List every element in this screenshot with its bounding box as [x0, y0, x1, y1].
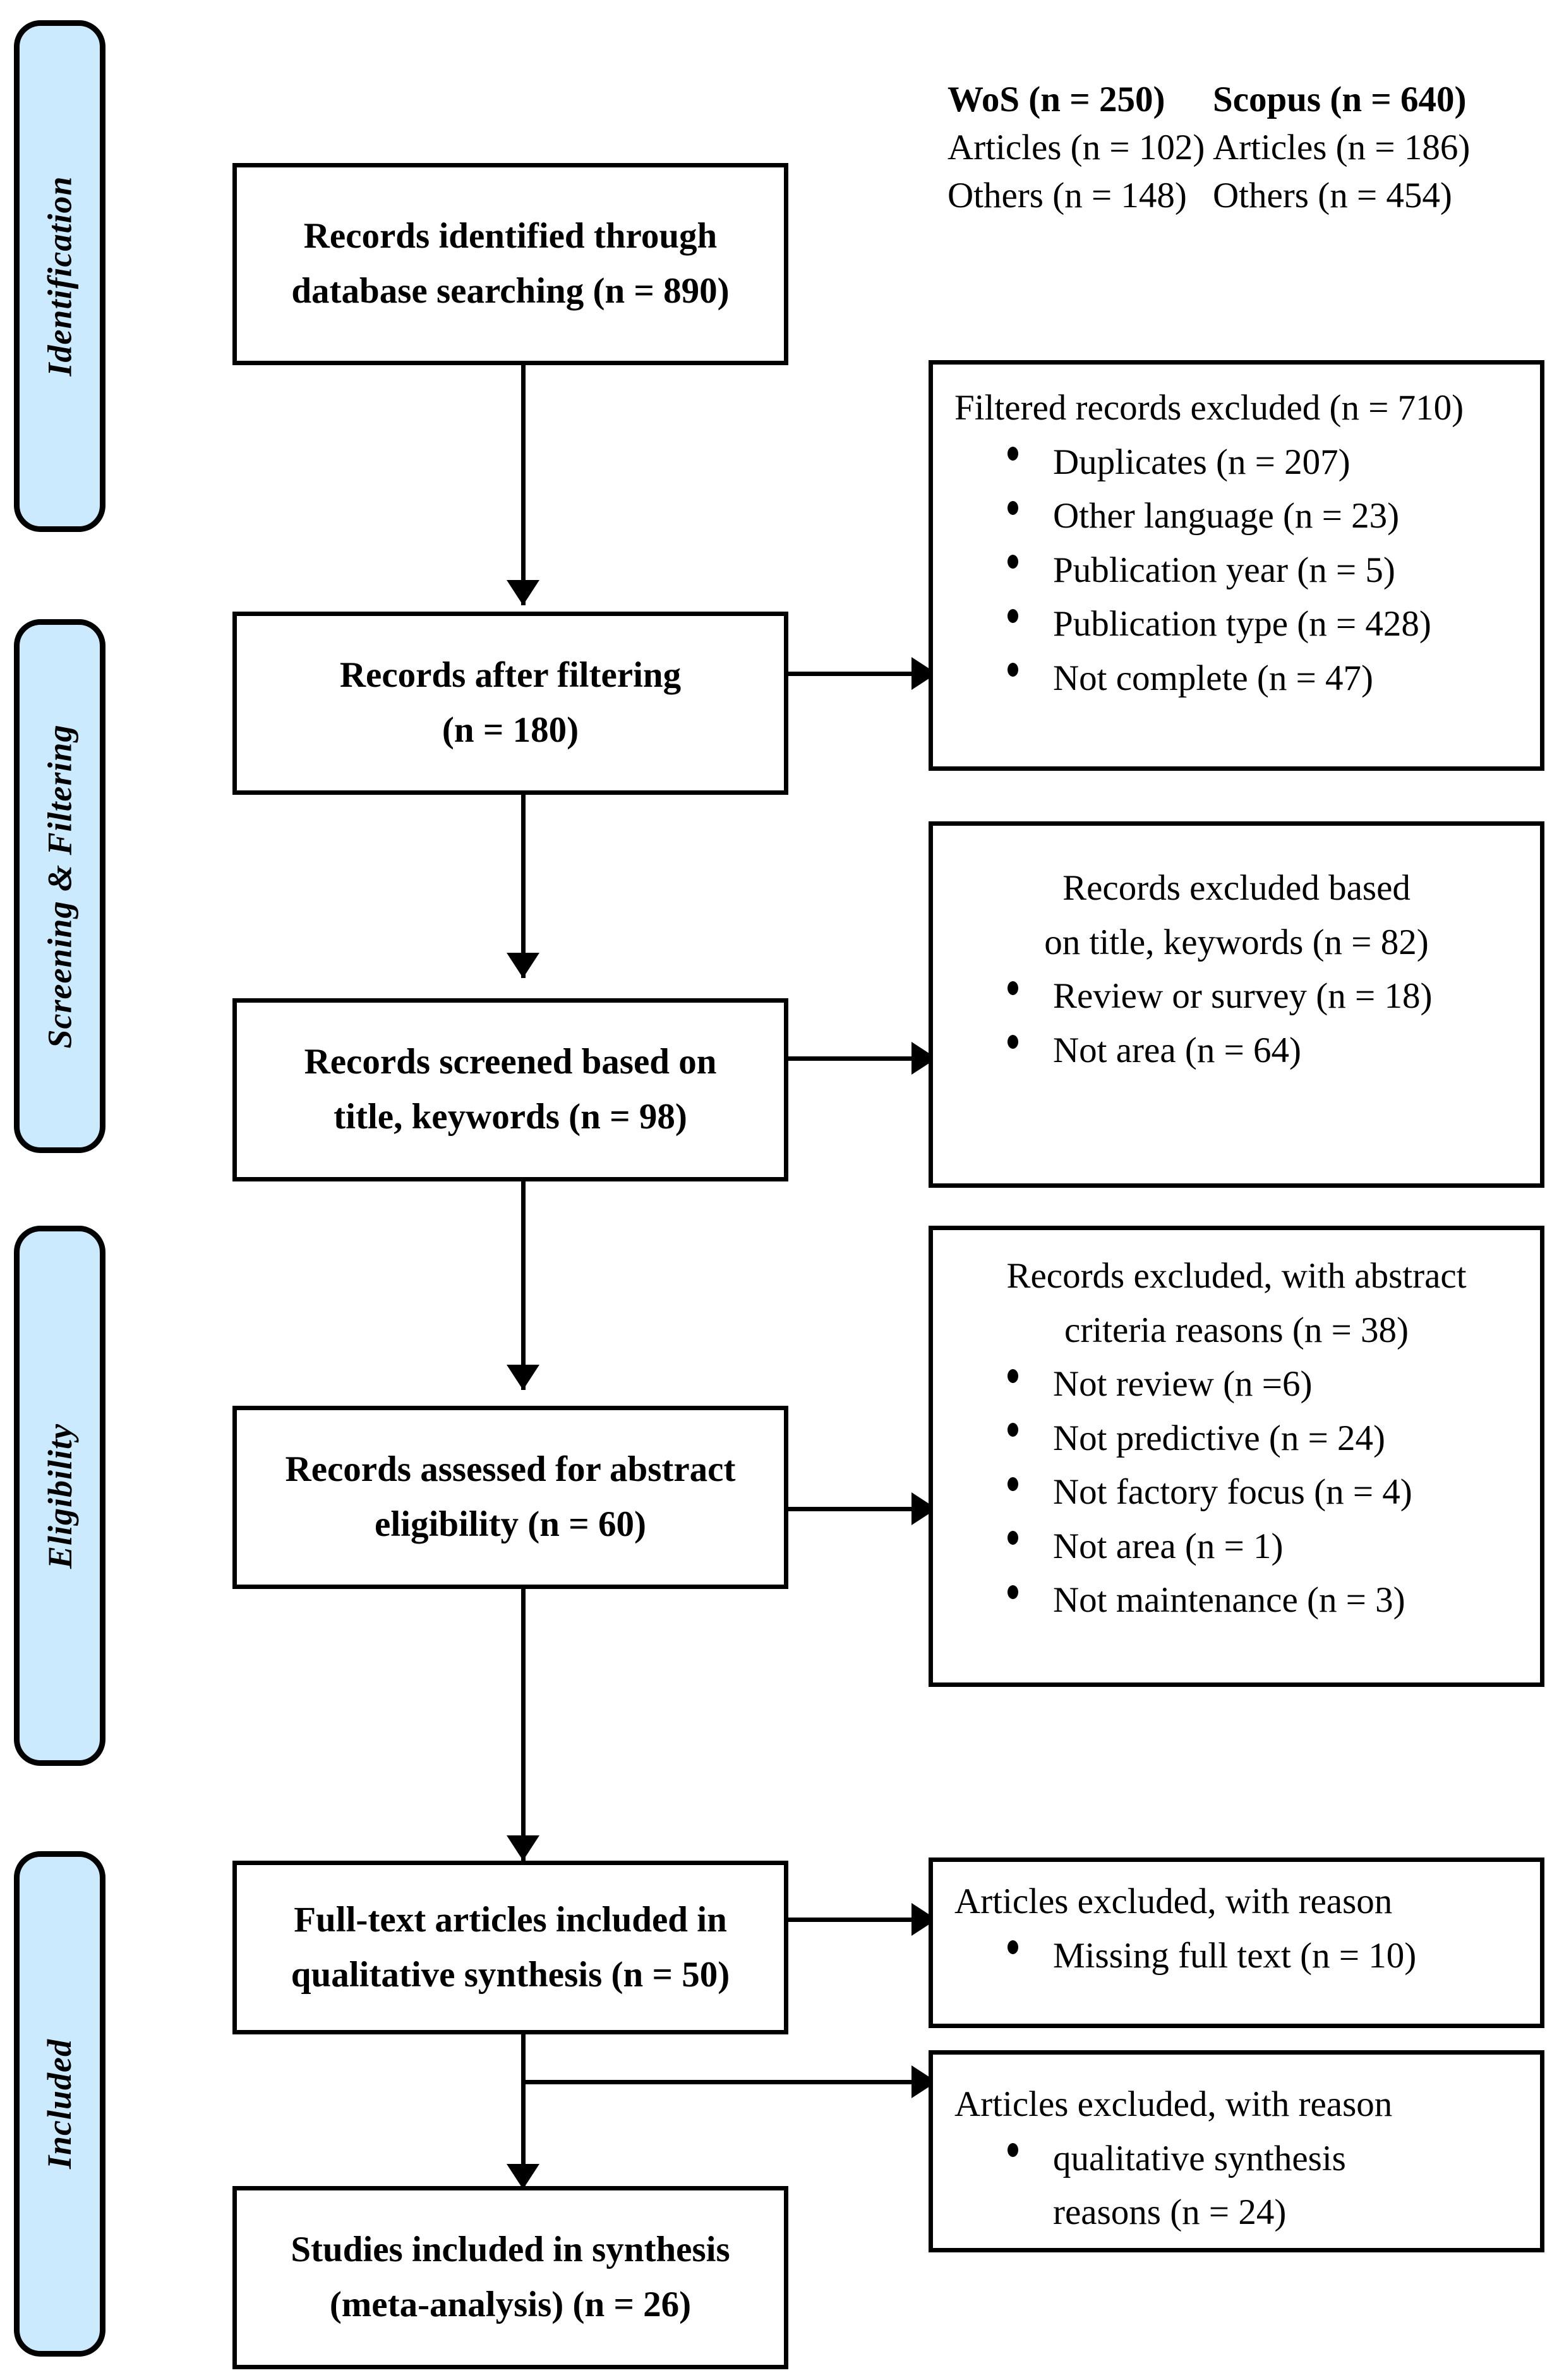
stage-label-identification: Identification [40, 176, 79, 377]
exclusion-abstract-head-line1: Records excluded, with abstract [1006, 1256, 1467, 1296]
source-scopus-total: Scopus (n = 640) [1213, 80, 1467, 119]
connector-screened-to-assessed [521, 1181, 526, 1390]
arrowhead-assessed-to-fulltext [507, 1835, 539, 1861]
box-fulltext-articles: Full-text articles included in qualitati… [232, 1861, 788, 2034]
list-item: Not factory focus (n = 4) [933, 1465, 1540, 1519]
box-records-screened-line1: Records screened based on [304, 1042, 717, 1082]
connector-filtering-to-excluded [788, 672, 924, 676]
connector-filtering-to-screened [521, 795, 526, 978]
box-records-assessed: Records assessed for abstract eligibilit… [232, 1406, 788, 1589]
exclusion-qualitative-head: Articles excluded, with reason [954, 2084, 1393, 2124]
connector-fulltext-to-studies [521, 2034, 526, 2186]
stage-pill-identification: Identification [14, 20, 105, 532]
connector-fulltext-branch-to-qualitative [521, 2080, 925, 2084]
bullet-icon [1008, 555, 1018, 569]
exclusion-missing-fulltext-list: Missing full text (n = 10) [933, 1929, 1540, 1983]
box-records-after-filtering-line1: Records after filtering [339, 655, 682, 696]
source-wos-total: WoS (n = 250) [947, 80, 1165, 119]
list-item: Not area (n = 1) [933, 1519, 1540, 1574]
bullet-icon [1008, 1585, 1018, 1599]
list-item: qualitative synthesis reasons (n = 24) [933, 2132, 1540, 2240]
bullet-icon [1008, 2143, 1018, 2158]
box-records-assessed-line2: eligibility (n = 60) [375, 1504, 646, 1544]
exclusion-box-missing-fulltext: Articles excluded, with reason Missing f… [929, 1857, 1544, 2028]
box-records-assessed-line1: Records assessed for abstract [285, 1449, 736, 1490]
bullet-icon [1008, 663, 1018, 677]
connector-identified-to-filtering [521, 365, 526, 605]
source-scopus-others: Others (n = 454) [1213, 175, 1452, 215]
list-item: Publication year (n = 5) [933, 543, 1540, 598]
exclusion-box-title-keywords: Records excluded based on title, keyword… [929, 821, 1544, 1188]
source-wos-articles: Articles (n = 102) [947, 127, 1205, 167]
list-item: Not predictive (n = 24) [933, 1411, 1540, 1466]
list-item: Review or survey (n = 18) [933, 969, 1540, 1024]
connector-assessed-to-excluded [788, 1507, 924, 1511]
box-records-screened: Records screened based on title, keyword… [232, 998, 788, 1181]
connector-screened-to-excluded [788, 1056, 924, 1061]
exclusion-abstract-head-line2: criteria reasons (n = 38) [1064, 1310, 1409, 1350]
list-item: Other language (n = 23) [933, 489, 1540, 543]
exclusion-qualitative-list: qualitative synthesis reasons (n = 24) [933, 2132, 1540, 2240]
box-records-identified-line2: database searching (n = 890) [291, 271, 730, 311]
source-header-row: WoS (n = 250) Scopus (n = 640) [947, 76, 1470, 124]
source-counts-header: WoS (n = 250) Scopus (n = 640) Articles … [947, 76, 1470, 219]
box-records-after-filtering-line2: (n = 180) [442, 710, 579, 750]
exclusion-box-filtered-records: Filtered records excluded (n = 710) Dupl… [929, 360, 1544, 771]
bullet-icon [1008, 1940, 1018, 1955]
connector-assessed-to-fulltext [521, 1589, 526, 1861]
source-row-others: Others (n = 148) Others (n = 454) [947, 172, 1470, 220]
box-studies-included-line2: (meta-analysis) (n = 26) [329, 2285, 692, 2324]
bullet-icon [1008, 1477, 1018, 1491]
exclusion-box-qualitative-synthesis: Articles excluded, with reason qualitati… [929, 2050, 1544, 2252]
stage-pill-screening-filtering: Screening & Filtering [14, 619, 105, 1153]
connector-fulltext-to-excluded [788, 1918, 924, 1922]
bullet-icon [1008, 981, 1018, 995]
source-wos-others: Others (n = 148) [947, 175, 1187, 215]
exclusion-title-keywords-head-line2: on title, keywords (n = 82) [1044, 922, 1429, 962]
list-item: Publication type (n = 428) [933, 597, 1540, 651]
bullet-icon [1008, 1368, 1018, 1383]
arrowhead-fulltext-to-studies [507, 2164, 539, 2189]
arrowhead-identified-to-filtering [507, 580, 539, 605]
arrowhead-screened-to-assessed [507, 1365, 539, 1390]
arrowhead-filtering-to-screened [507, 953, 539, 978]
stage-pill-eligibility: Eligibility [14, 1226, 105, 1766]
exclusion-title-keywords-list: Review or survey (n = 18) Not area (n = … [933, 969, 1540, 1077]
bullet-icon [1008, 500, 1018, 515]
box-fulltext-articles-line1: Full-text articles included in [294, 1899, 727, 1940]
box-records-identified: Records identified through database sear… [232, 163, 788, 365]
list-item: Not area (n = 64) [933, 1024, 1540, 1078]
list-item: Duplicates (n = 207) [933, 435, 1540, 490]
list-item: Missing full text (n = 10) [933, 1929, 1540, 1983]
exclusion-abstract-list: Not review (n =6) Not predictive (n = 24… [933, 1357, 1540, 1628]
stage-label-eligibility: Eligibility [40, 1423, 79, 1569]
stage-label-screening-filtering: Screening & Filtering [40, 723, 79, 1049]
exclusion-filtered-list: Duplicates (n = 207) Other language (n =… [933, 435, 1540, 706]
box-records-identified-line1: Records identified through [303, 216, 718, 257]
bullet-icon [1008, 608, 1018, 623]
box-studies-included-line1: Studies included in synthesis [291, 2230, 730, 2270]
stage-pill-included: Included [14, 1851, 105, 2357]
exclusion-filtered-head: Filtered records excluded (n = 710) [954, 388, 1464, 428]
stage-label-included: Included [40, 2038, 79, 2170]
exclusion-missing-fulltext-head: Articles excluded, with reason [954, 1882, 1393, 1921]
bullet-icon [1008, 1423, 1018, 1437]
box-records-screened-line2: title, keywords (n = 98) [334, 1097, 687, 1137]
list-item: Not review (n =6) [933, 1357, 1540, 1411]
list-item: Not complete (n = 47) [933, 651, 1540, 706]
list-item: Not maintenance (n = 3) [933, 1573, 1540, 1628]
box-studies-included: Studies included in synthesis (meta-anal… [232, 2186, 788, 2369]
bullet-icon [1008, 447, 1018, 461]
bullet-icon [1008, 1035, 1018, 1049]
source-row-articles: Articles (n = 102) Articles (n = 186) [947, 124, 1470, 172]
box-fulltext-articles-line2: qualitative synthesis (n = 50) [291, 1954, 730, 1995]
box-records-after-filtering: Records after filtering (n = 180) [232, 612, 788, 795]
exclusion-box-abstract-criteria: Records excluded, with abstract criteria… [929, 1226, 1544, 1687]
source-scopus-articles: Articles (n = 186) [1213, 127, 1471, 167]
exclusion-title-keywords-head-line1: Records excluded based [1062, 868, 1411, 908]
bullet-icon [1008, 1531, 1018, 1545]
